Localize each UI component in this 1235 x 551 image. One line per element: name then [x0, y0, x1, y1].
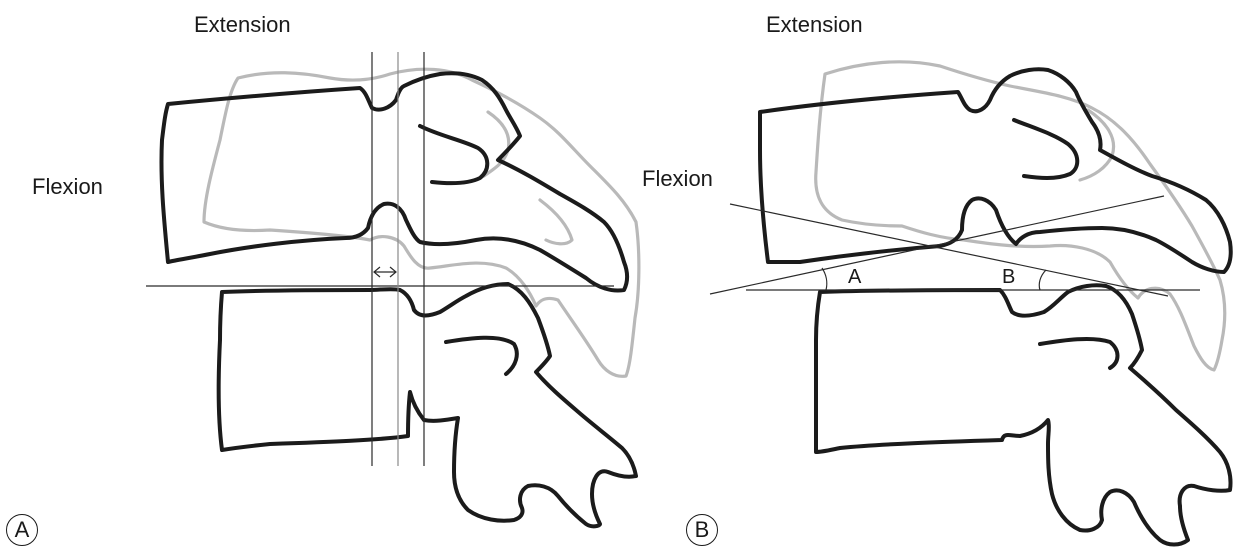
- panel-b-extension-vertebra-outline: [816, 62, 1225, 370]
- panel-b-drawing: [640, 0, 1235, 551]
- panel-b-extension-endplate-line: [730, 204, 1168, 296]
- panel-a-letter: A: [6, 514, 38, 546]
- panel-b-extension-facet: [1080, 110, 1114, 180]
- panel-b: Extension Flexion A B B: [640, 0, 1235, 551]
- panel-b-angle-b-label: B: [1002, 266, 1015, 289]
- panel-a-extension-label: Extension: [194, 12, 291, 38]
- panel-b-angle-b-arc: [1039, 270, 1046, 290]
- panel-a-flexion-label: Flexion: [32, 174, 103, 200]
- panel-b-lower-vertebra-body: [816, 285, 1231, 544]
- panel-a: Extension Flexion A: [0, 0, 640, 551]
- panel-b-angle-a-arc: [822, 268, 827, 290]
- panel-a-upper-facet: [420, 126, 487, 183]
- panel-b-upper-vertebra-body: [760, 69, 1231, 272]
- panel-a-drawing: [0, 0, 640, 551]
- panel-a-lower-facet: [446, 338, 517, 374]
- panel-b-extension-label: Extension: [766, 12, 863, 38]
- panel-a-extension-vertebra-outline: [204, 69, 639, 376]
- panel-a-translation-arrow: [374, 267, 396, 277]
- panel-a-upper-vertebra-body: [161, 73, 627, 290]
- panel-a-extension-process: [540, 200, 572, 244]
- panel-b-angle-a-label: A: [848, 266, 861, 289]
- panel-b-upper-facet: [1014, 120, 1077, 178]
- panel-b-lower-facet: [1040, 339, 1118, 368]
- panel-b-flexion-endplate-line: [710, 196, 1164, 294]
- panel-b-flexion-label: Flexion: [642, 166, 713, 192]
- panel-b-letter: B: [686, 514, 718, 546]
